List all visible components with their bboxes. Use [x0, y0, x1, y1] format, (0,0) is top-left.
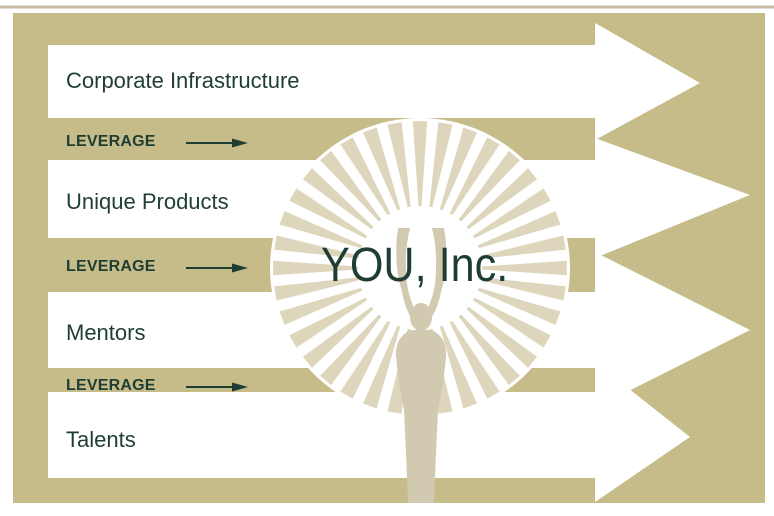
arrow-label-unique-products: Unique Products — [66, 189, 229, 214]
leverage-label: LEVERAGE — [66, 133, 156, 150]
arrow-talents — [48, 362, 690, 502]
leverage-label: LEVERAGE — [66, 258, 156, 275]
sunburst-icon — [270, 118, 570, 418]
arrow-label-talents: Talents — [66, 427, 136, 452]
leverage-label: LEVERAGE — [66, 377, 156, 394]
raised-arms-figure-icon — [395, 228, 447, 503]
right-arrow-icon — [186, 263, 248, 273]
right-arrow-icon — [186, 138, 248, 148]
arrow-corporate-infrastructure — [48, 23, 700, 140]
right-arrow-icon — [186, 382, 248, 392]
arrow-label-mentors: Mentors — [66, 320, 146, 345]
center-title: YOU, Inc. — [321, 239, 509, 292]
arrow-label-corporate-infrastructure: Corporate Infrastructure — [66, 68, 300, 93]
